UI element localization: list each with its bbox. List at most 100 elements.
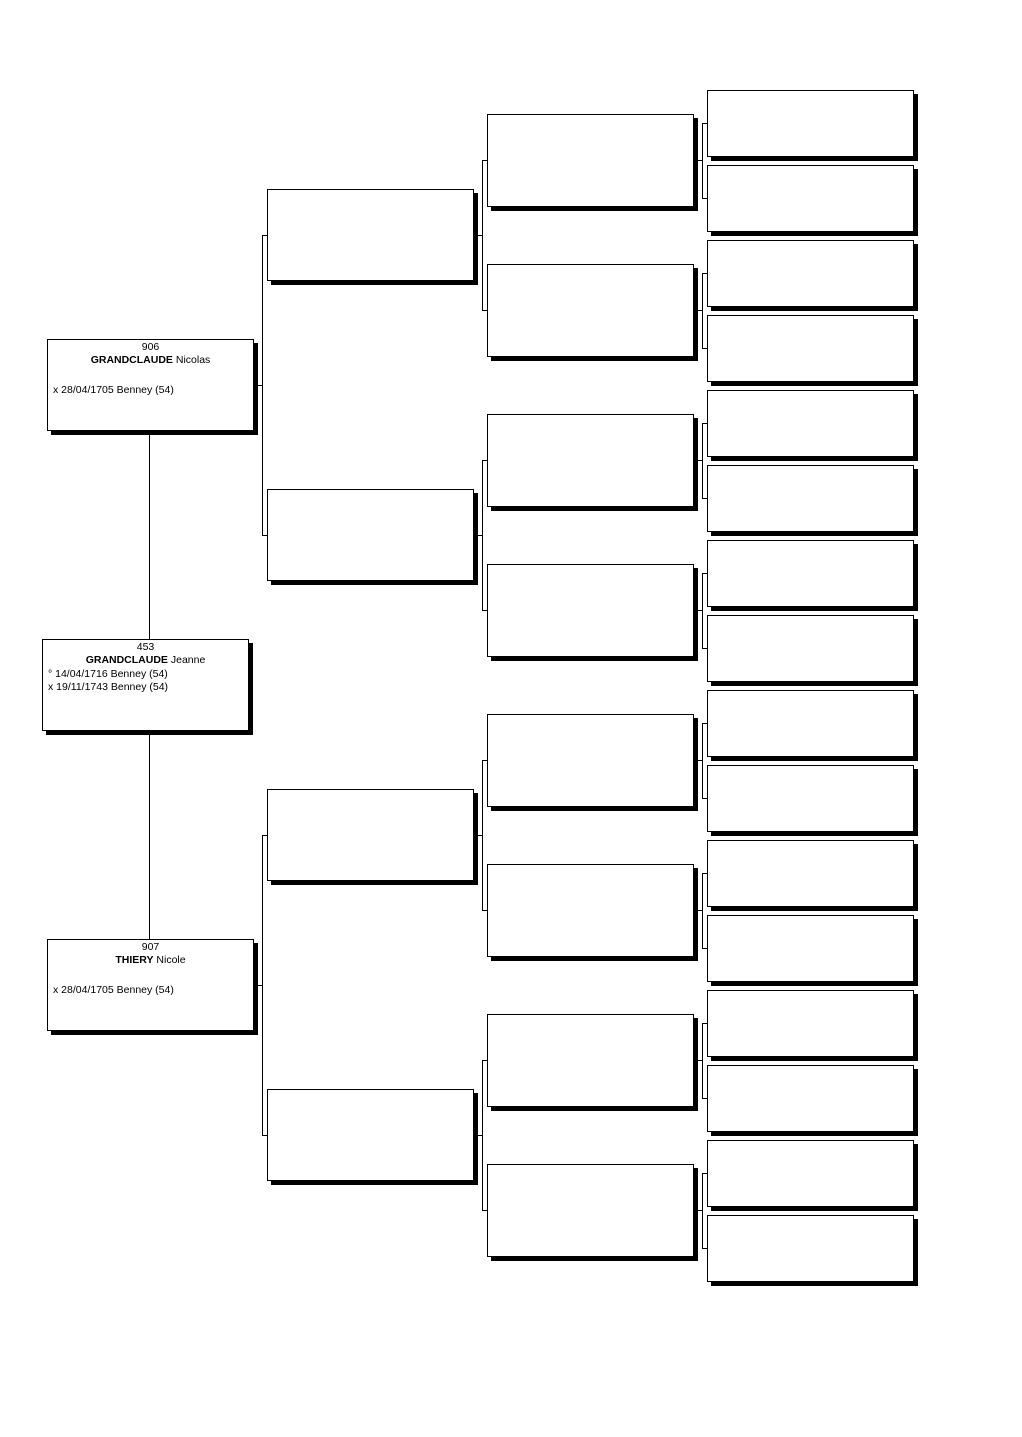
connector-line <box>702 273 703 349</box>
connector-line <box>482 610 487 611</box>
sosa-number: 907 <box>141 941 160 953</box>
person-given-name: Jeanne <box>170 654 206 666</box>
marriage-event: x 28/04/1705 Benney (54) <box>53 384 174 396</box>
connector-line <box>702 948 707 949</box>
ancestor-box-empty[interactable] <box>267 1089 474 1181</box>
birth-event: ° 14/04/1716 Benney (54) <box>48 668 168 680</box>
marriage-event: x 19/11/1743 Benney (54) <box>48 681 169 693</box>
connector-line <box>482 910 487 911</box>
person-surname: THIERY <box>115 954 154 966</box>
ancestor-box-empty[interactable] <box>707 990 914 1057</box>
person-surname: GRANDCLAUDE <box>85 654 168 666</box>
connector-line <box>702 1023 707 1024</box>
ancestor-box-empty[interactable] <box>707 1065 914 1132</box>
connector-line <box>702 123 707 124</box>
ancestor-box-empty[interactable] <box>707 765 914 832</box>
connector-line <box>702 648 707 649</box>
ancestor-box-empty[interactable] <box>487 264 694 357</box>
connector-line <box>474 535 483 536</box>
person-given-name: Nicolas <box>175 354 211 366</box>
person-box-453[interactable]: 453 GRANDCLAUDE Jeanne ° 14/04/1716 Benn… <box>42 639 249 731</box>
connector-line <box>702 873 703 949</box>
connector-line <box>702 498 707 499</box>
ancestor-box-empty[interactable] <box>487 714 694 807</box>
connector-line <box>702 198 707 199</box>
connector-line <box>262 535 267 536</box>
ancestor-box-empty[interactable] <box>707 1215 914 1282</box>
connector-line <box>702 798 707 799</box>
ancestor-box-empty[interactable] <box>707 690 914 757</box>
connector-line <box>694 460 703 461</box>
connector-line <box>482 460 483 611</box>
connector-line <box>262 1135 267 1136</box>
connector-line <box>482 1210 487 1211</box>
connector-line <box>694 1210 703 1211</box>
connector-line <box>482 760 483 911</box>
connector-line <box>702 273 707 274</box>
connector-line <box>702 1173 707 1174</box>
ancestor-box-empty[interactable] <box>707 540 914 607</box>
connector-line <box>694 160 703 161</box>
connector-line <box>482 760 487 761</box>
connector-line <box>702 573 703 649</box>
person-box-906[interactable]: 906 GRANDCLAUDE Nicolas x 28/04/1705 Ben… <box>47 339 254 431</box>
ancestor-box-empty[interactable] <box>707 315 914 382</box>
connector-line <box>262 835 267 836</box>
connector-line <box>702 123 703 199</box>
ancestor-box-empty[interactable] <box>707 915 914 982</box>
ancestor-box-empty[interactable] <box>487 564 694 657</box>
connector-line <box>702 423 703 499</box>
connector-line <box>474 235 483 236</box>
ancestor-box-empty[interactable] <box>707 465 914 532</box>
connector-line <box>702 1098 707 1099</box>
connector-line <box>254 985 263 986</box>
connector-line <box>702 1248 707 1249</box>
connector-line <box>702 573 707 574</box>
person-given-name: Nicole <box>156 954 186 966</box>
connector-line <box>482 1060 487 1061</box>
ancestor-box-empty[interactable] <box>707 240 914 307</box>
connector-line <box>702 423 707 424</box>
connector-line <box>702 723 703 799</box>
ancestor-box-empty[interactable] <box>487 114 694 207</box>
ancestor-box-empty[interactable] <box>707 1140 914 1207</box>
ancestor-box-empty[interactable] <box>487 1164 694 1257</box>
ancestor-box-empty[interactable] <box>487 1014 694 1107</box>
connector-line <box>694 910 703 911</box>
connector-line <box>149 733 150 940</box>
ancestor-box-empty[interactable] <box>707 90 914 157</box>
ancestor-box-empty[interactable] <box>487 414 694 507</box>
person-surname: GRANDCLAUDE <box>90 354 173 366</box>
connector-line <box>482 160 483 311</box>
person-name: GRANDCLAUDE Nicolas <box>48 354 253 367</box>
connector-line <box>482 160 487 161</box>
connector-line <box>262 235 267 236</box>
connector-line <box>702 723 707 724</box>
connector-line <box>694 310 703 311</box>
sosa-number: 906 <box>141 341 160 353</box>
connector-line <box>694 760 703 761</box>
person-name: GRANDCLAUDE Jeanne <box>43 654 248 667</box>
ancestor-box-empty[interactable] <box>707 840 914 907</box>
ancestor-box-empty[interactable] <box>707 390 914 457</box>
ancestor-box-empty[interactable] <box>267 789 474 881</box>
connector-line <box>482 310 487 311</box>
ancestor-box-empty[interactable] <box>487 864 694 957</box>
connector-line <box>702 1173 703 1249</box>
connector-line <box>262 835 263 1136</box>
connector-line <box>482 1060 483 1211</box>
connector-line <box>254 385 263 386</box>
ancestor-box-empty[interactable] <box>267 489 474 581</box>
connector-line <box>702 873 707 874</box>
ancestor-box-empty[interactable] <box>267 189 474 281</box>
connector-line <box>694 610 703 611</box>
person-name: THIERY Nicole <box>48 954 253 967</box>
ancestor-box-empty[interactable] <box>707 615 914 682</box>
connector-line <box>482 460 487 461</box>
person-box-907[interactable]: 907 THIERY Nicole x 28/04/1705 Benney (5… <box>47 939 254 1031</box>
connector-line <box>702 348 707 349</box>
connector-line <box>149 432 150 640</box>
connector-line <box>474 1135 483 1136</box>
ancestor-box-empty[interactable] <box>707 165 914 232</box>
